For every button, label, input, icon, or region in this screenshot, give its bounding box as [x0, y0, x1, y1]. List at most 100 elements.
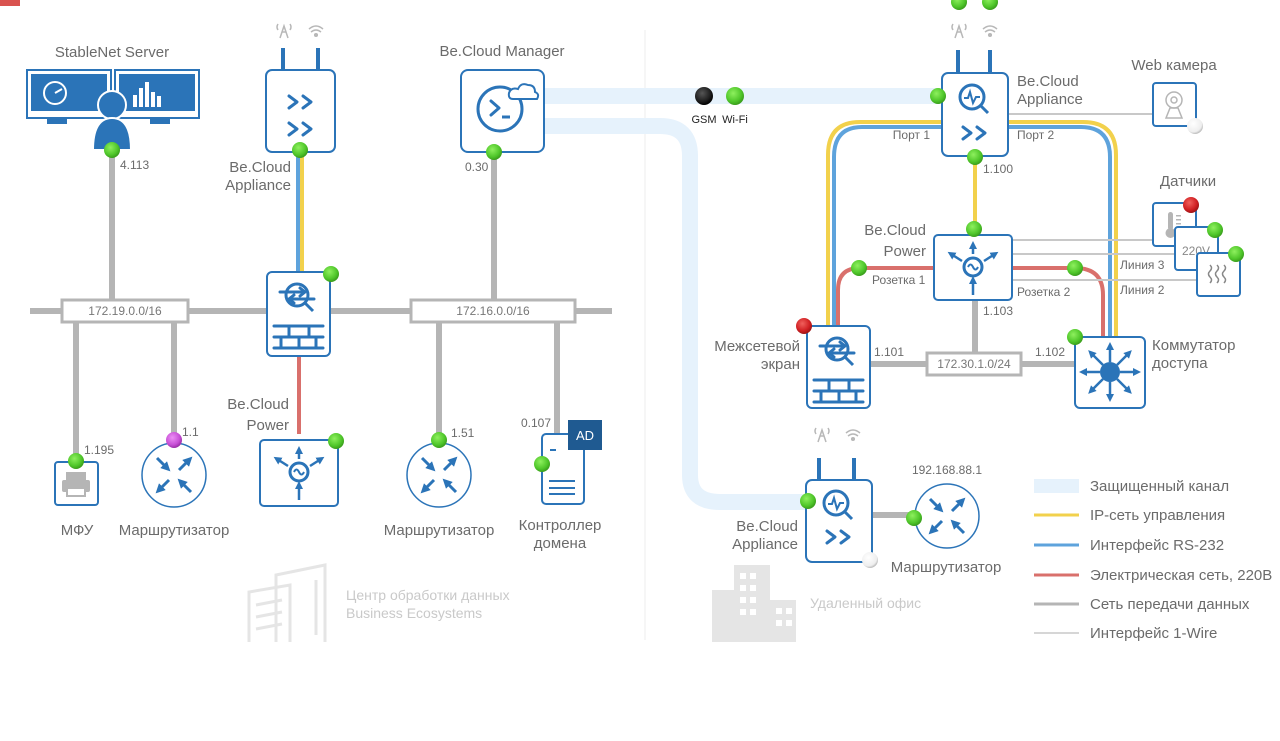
status-dot-off [1187, 118, 1203, 134]
cloud-terminal-icon [476, 83, 540, 133]
access-switch[interactable]: Коммутатор доступа 1.102 [1035, 329, 1235, 409]
status-dot-ok [800, 493, 816, 509]
dc-ip: 0.107 [521, 416, 551, 430]
status-dot-ok [1067, 260, 1083, 276]
legend-label: Интерфейс RS-232 [1090, 537, 1224, 554]
monitor-search-icon [822, 489, 854, 545]
remote-appliance-label-2: Appliance [732, 536, 798, 553]
right-firewall[interactable]: Межсетевой экран 1.101 [714, 318, 904, 409]
line2-label: Линия 2 [1120, 283, 1165, 297]
status-dot-ok [1067, 329, 1083, 345]
legend-item-power: Электрическая сеть, 220В [1034, 567, 1272, 584]
wifi-icon [308, 25, 324, 38]
monitor-chart-icon [114, 69, 200, 124]
status-dot-ok [534, 456, 550, 472]
switch-star-icon [1078, 341, 1142, 403]
port1-label: Порт 1 [893, 128, 931, 142]
mfu-label: МФУ [61, 522, 94, 539]
building-icon [247, 563, 327, 642]
ad-badge [568, 420, 602, 450]
legend-label: IP-сеть управления [1090, 507, 1225, 524]
socket1-label: Розетка 1 [872, 273, 926, 287]
sensors[interactable]: Датчики 220V Линия 3 Линия 2 [1120, 173, 1244, 297]
network-label-172-16: 172.16.0.0/16 [456, 304, 530, 318]
status-dot-ok [982, 0, 998, 10]
power-distribution-icon [947, 240, 999, 295]
status-dot-ok [851, 260, 867, 276]
left-becloud-power[interactable]: Be.Cloud Power [227, 396, 344, 507]
switch-label-1: Коммутатор [1152, 337, 1235, 354]
legend-item-1wire: Интерфейс 1-Wire [1034, 625, 1217, 642]
router2-label: Маршрутизатор [384, 522, 495, 539]
status-dot-error [1183, 197, 1199, 213]
becloud-manager[interactable]: Be.Cloud Manager 0.30 [439, 43, 564, 174]
dc-label-1: Контроллер [519, 517, 602, 534]
legend: Защищенный канал IP-сеть управления Инте… [1034, 478, 1272, 642]
right-ip-rs232-loops [826, 120, 1118, 340]
status-dot-ok [328, 433, 344, 449]
thermometer-icon [1165, 212, 1181, 238]
line3-label: Линия 3 [1120, 258, 1165, 272]
right-power-label-2: Power [883, 243, 926, 260]
legend-item-secure-channel: Защищенный канал [1034, 478, 1229, 495]
firewall-inspect-icon [272, 282, 325, 350]
right-firewall-label-1: Межсетевой [714, 338, 800, 355]
cell-tower-icon [276, 23, 292, 39]
status-dot-ok [292, 142, 308, 158]
left-router-2[interactable]: 1.51 Маршрутизатор [384, 426, 495, 539]
manager-ip: 0.30 [465, 160, 489, 174]
status-dot-ok [1228, 246, 1244, 262]
thermometer-sensor[interactable] [1152, 197, 1199, 247]
left-appliance-label-2: Appliance [225, 177, 291, 194]
left-power-label-1: Be.Cloud [227, 396, 289, 413]
network-box-172-16 [409, 298, 577, 324]
router-arrows-icon [155, 456, 193, 494]
left-firewall[interactable] [266, 266, 339, 357]
webcam-icon [1164, 91, 1184, 119]
remote-appliance-label-1: Be.Cloud [736, 518, 798, 535]
status-dot-ok [486, 144, 502, 160]
mfu-ip: 1.195 [84, 443, 114, 457]
firewall-inspect-icon [812, 336, 865, 404]
left-router-1[interactable]: 1.1 Маршрутизатор [119, 425, 230, 539]
uplink-gsm[interactable]: GSM [691, 87, 717, 126]
remote-router[interactable]: 192.168.88.1 Маршрутизатор [891, 463, 1002, 576]
network-box-172-19 [60, 298, 190, 324]
wifi-label: Wi-Fi [722, 114, 748, 126]
router1-label: Маршрутизатор [119, 522, 230, 539]
remote-becloud-appliance[interactable]: Be.Cloud Appliance [732, 427, 878, 568]
web-camera[interactable]: Web камера [1131, 57, 1217, 134]
stablenet-server[interactable]: StableNet Server 4.113 [26, 44, 200, 172]
domain-controller[interactable]: AD 0.107 Контроллер домена [519, 416, 602, 552]
datacenter-caption-2: Business Ecosystems [346, 605, 482, 621]
network-box-172-30 [925, 351, 1023, 377]
right-becloud-power[interactable]: Be.Cloud Power Розетка 1 Розетка 2 1.103 [851, 221, 1083, 318]
status-dot-ok [104, 142, 120, 158]
legend-label: Защищенный канал [1090, 478, 1229, 495]
power-distribution-icon [273, 445, 325, 500]
monitor-search-icon [958, 83, 990, 141]
legend-item-data-network: Сеть передачи данных [1034, 596, 1250, 613]
stablenet-ip: 4.113 [120, 158, 149, 172]
printer-icon [62, 472, 90, 497]
forward-chevrons-icon [287, 94, 313, 137]
humidity-sensor[interactable] [1196, 246, 1244, 297]
left-becloud-appliance[interactable]: Be.Cloud Appliance [225, 23, 336, 194]
legend-item-ip-network: IP-сеть управления [1034, 507, 1225, 524]
left-appliance-link [296, 152, 304, 434]
corner-marker [0, 0, 20, 6]
datacenter-caption: Центр обработки данных Business Ecosyste… [247, 563, 510, 642]
switch-ip: 1.102 [1035, 345, 1065, 359]
network-label-172-19: 172.19.0.0/16 [88, 304, 162, 318]
mfu-printer[interactable]: 1.195 МФУ [54, 443, 114, 539]
legend-label: Интерфейс 1-Wire [1090, 625, 1217, 642]
right-becloud-appliance[interactable]: Be.Cloud Appliance Порт 1 Порт 2 1.100 [893, 0, 1083, 176]
right-firewall-label-2: экран [761, 356, 800, 373]
legend-item-rs232: Интерфейс RS-232 [1034, 537, 1224, 554]
datacenter-caption-1: Центр обработки данных [346, 587, 510, 603]
status-dot-ok [967, 149, 983, 165]
dc-label-2: домена [534, 535, 587, 552]
uplink-wifi[interactable]: Wi-Fi [722, 87, 748, 126]
status-dot-purple [166, 432, 182, 448]
